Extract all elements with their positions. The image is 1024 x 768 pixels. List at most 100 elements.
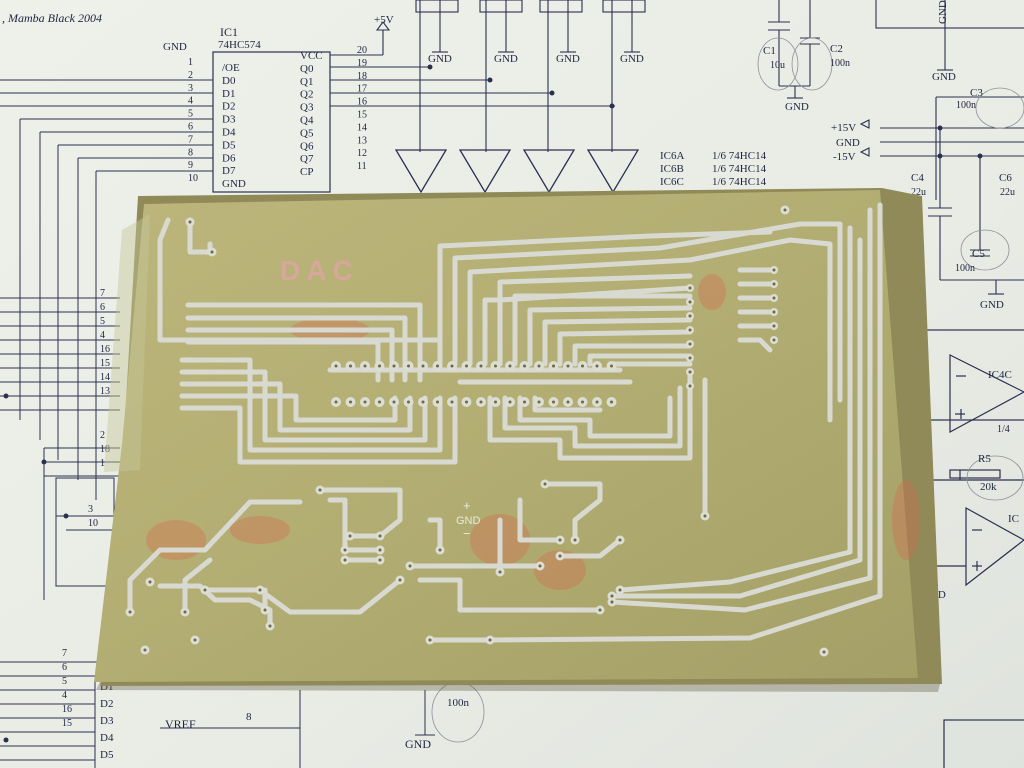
drill-hole — [148, 580, 152, 584]
drill-hole — [688, 286, 692, 290]
drill-hole — [407, 400, 410, 404]
drill-hole — [772, 310, 776, 314]
drill-hole — [610, 594, 614, 598]
copper-trace — [327, 497, 383, 553]
drill-hole — [822, 650, 826, 654]
drill-hole — [258, 588, 262, 592]
ic1-pin-name: D7 — [222, 165, 236, 177]
pcb-pads — [125, 205, 829, 657]
copper-trace — [182, 557, 213, 615]
drill-hole — [210, 250, 214, 254]
drill-hole — [610, 600, 614, 604]
svg-text:IC6A: IC6A — [660, 150, 685, 162]
drill-hole — [772, 268, 776, 272]
pcb-silkscreen-label: DAC — [280, 255, 359, 286]
bottom-gnd: GND — [405, 737, 431, 751]
drill-hole — [363, 364, 367, 368]
copper-trace — [609, 207, 873, 613]
pin-label: D3 — [100, 715, 114, 727]
copper-trace — [179, 381, 413, 433]
drill-hole — [465, 364, 468, 368]
drill-hole — [392, 400, 396, 404]
drill-hole — [408, 564, 412, 568]
drill-hole — [494, 364, 497, 368]
drill-hole — [581, 400, 584, 404]
drill-hole — [688, 314, 692, 318]
drill-hole — [143, 648, 147, 652]
copper-trace — [127, 499, 303, 615]
drill-hole — [479, 364, 483, 368]
ic1-pin-number: 4 — [188, 96, 193, 107]
pcb-gnd-label: GND — [456, 515, 481, 527]
power-junction-dots — [937, 125, 983, 159]
copper-trace — [609, 237, 863, 599]
c5-designator: C5 — [972, 248, 985, 260]
output-bus-wires — [330, 0, 646, 152]
ic1-pin-number: 11 — [357, 161, 367, 172]
drill-hole — [610, 400, 613, 404]
copper-trace — [427, 517, 443, 553]
wire-number: 1 — [100, 458, 105, 469]
ic1-pin-number: 12 — [357, 148, 367, 159]
ic1-pin-name: Q4 — [300, 115, 314, 127]
r5-designator: R5 — [978, 453, 991, 465]
drill-hole — [688, 328, 692, 332]
output-bus-dots — [427, 64, 615, 109]
ic1-gnd-label: GND — [163, 41, 187, 53]
ic1-pin-number: 10 — [188, 173, 198, 184]
ic1-pin-name: VCC — [300, 50, 323, 62]
ic1-pin-name: Q3 — [300, 102, 314, 114]
copper-trace — [452, 221, 843, 403]
ic1-pin-number: 13 — [357, 135, 367, 146]
rail-gnd-label: GND — [836, 137, 860, 149]
svg-text:IC6B: IC6B — [660, 163, 684, 175]
copper-trace — [542, 317, 693, 367]
left-box-numbers: 310 — [88, 504, 98, 529]
drill-hole — [348, 534, 352, 538]
wire-number: 13 — [100, 386, 110, 397]
wire-number: 16 — [100, 344, 110, 355]
ic1-designator: IC1 — [220, 25, 238, 39]
drill-hole — [343, 558, 347, 562]
copper-trace — [179, 395, 458, 465]
c2-designator: C2 — [830, 43, 843, 55]
drill-hole — [343, 548, 347, 552]
copper-trace — [557, 537, 623, 559]
ic1-pin-number: 18 — [357, 71, 367, 82]
drill-hole — [334, 400, 338, 404]
drill-hole — [523, 400, 526, 404]
ic1-pin-name: Q5 — [300, 127, 314, 139]
ic1-pin-name: GND — [222, 178, 246, 190]
drill-hole — [537, 364, 541, 368]
wire-number: 5 — [100, 316, 105, 327]
copper-trace — [257, 577, 403, 615]
ic1-part: 74HC574 — [218, 39, 261, 51]
ic1-pin-number: 3 — [188, 83, 193, 94]
copper-trace — [517, 497, 563, 543]
drill-hole — [378, 364, 381, 368]
author-credit: , Mamba Black 2004 — [2, 11, 102, 25]
vref-label: VREF — [165, 717, 196, 731]
ic1-pin-number: 16 — [357, 97, 367, 108]
drill-hole — [618, 538, 622, 542]
wire-number: 15 — [62, 718, 72, 729]
wire-number: 15 — [100, 358, 110, 369]
gnd-stub-3: GND — [556, 53, 580, 65]
ic1-pin-number: 20 — [357, 45, 367, 56]
ic1-pin-name: Q6 — [300, 140, 314, 152]
ic1-pin-name: Q0 — [300, 63, 314, 75]
drill-hole — [378, 548, 382, 552]
drill-hole — [465, 400, 468, 404]
drill-hole — [772, 282, 776, 286]
drill-hole — [188, 220, 192, 224]
power-supply-section — [859, 0, 1024, 295]
drill-hole — [703, 514, 707, 518]
wire-number: 7 — [100, 288, 105, 299]
ic1-pin-number: 8 — [188, 147, 193, 158]
drill-hole — [523, 364, 526, 368]
drill-hole — [334, 364, 338, 368]
top-right-gnd: GND — [932, 71, 956, 83]
c5-value: 100n — [955, 263, 975, 274]
wire-number: 18 — [100, 444, 110, 455]
